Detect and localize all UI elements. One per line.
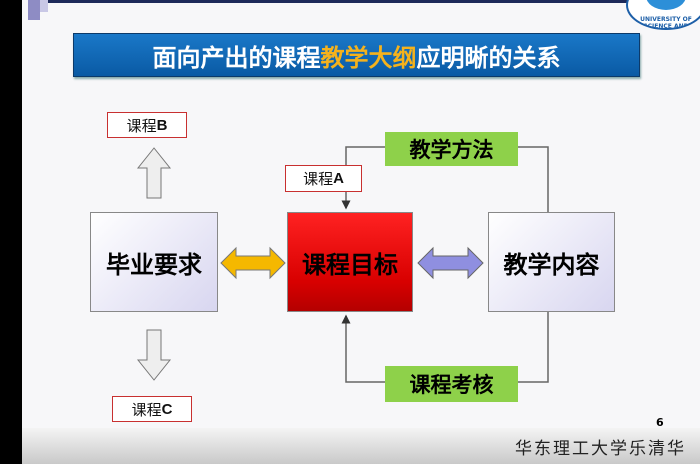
double-arrow-purple-icon: [417, 246, 484, 280]
top-rule: [48, 0, 648, 3]
label-letter: B: [156, 116, 168, 134]
corner-decoration: [28, 0, 40, 20]
logo-text: UNIVERSITY OF SCIENCE AND: [640, 16, 692, 30]
connector-methods-content: [518, 146, 549, 212]
label-text: 课程: [126, 116, 157, 135]
connector-assessment-objectives: [341, 314, 385, 383]
label-text: 课程: [131, 400, 162, 419]
course-objectives-box: 课程目标: [287, 212, 413, 312]
title-highlight: 教学大纲: [320, 43, 417, 72]
title-part: 面向产出的课程: [152, 43, 321, 72]
teaching-methods-box: 教学方法: [385, 132, 518, 166]
label-letter: A: [333, 170, 344, 187]
footer-bar: [22, 428, 700, 464]
down-arrow-icon: [136, 329, 172, 381]
graduation-requirements-box: 毕业要求: [90, 212, 218, 312]
connector-methods-course-a: [345, 146, 385, 165]
label-text: 课程: [303, 170, 334, 188]
corner-decoration: [40, 0, 48, 12]
page-number: 6: [656, 416, 664, 429]
double-arrow-yellow-icon: [220, 246, 286, 280]
connector-content-assessment: [518, 312, 549, 383]
footer-text: 华东理工大学乐清华: [515, 439, 686, 459]
course-assessment-box: 课程考核: [385, 366, 518, 402]
slide-title: 面向产出的课程教学大纲应明晰的关系: [73, 33, 640, 77]
up-arrow-icon: [136, 147, 172, 199]
teaching-content-box: 教学内容: [488, 212, 615, 312]
title-part: 应明晰的关系: [416, 43, 561, 72]
label-letter: C: [161, 400, 173, 418]
